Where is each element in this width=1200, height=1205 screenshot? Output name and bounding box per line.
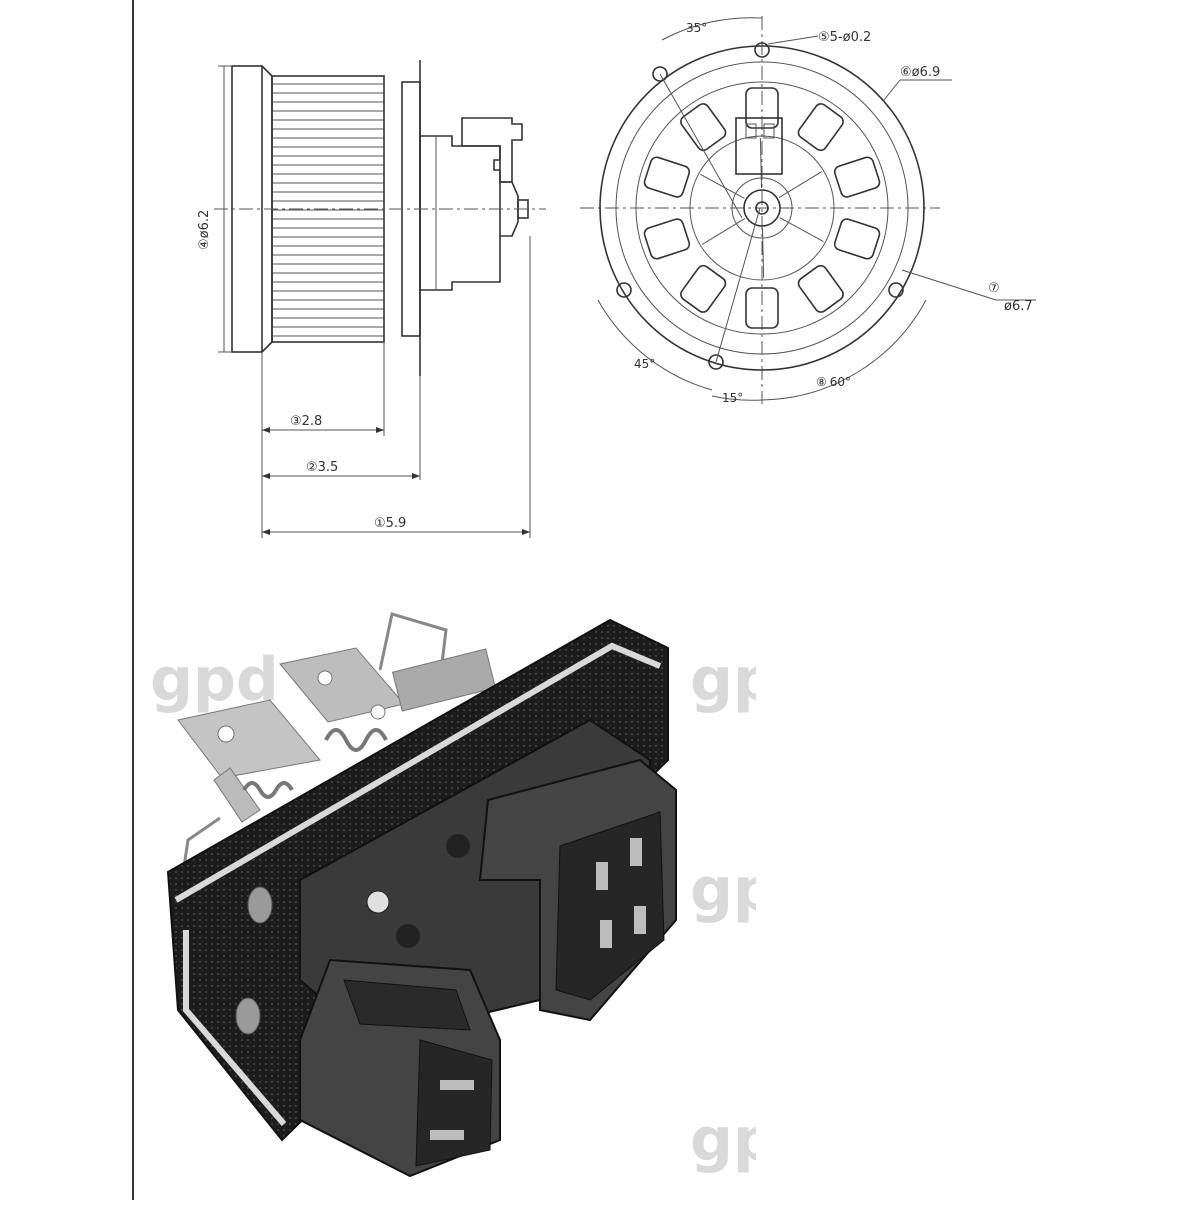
mounting-hole-lower xyxy=(235,997,261,1035)
hub-spoke xyxy=(779,217,824,242)
hub-spoke xyxy=(761,227,765,278)
vent-slots xyxy=(643,87,881,329)
side-view: ④ø6.2 ③2.8 ②3.5 ①5.9 xyxy=(197,60,546,538)
mounting-lug-left xyxy=(616,282,632,298)
vent-slot xyxy=(643,156,691,198)
angle-arc-60 xyxy=(761,299,927,401)
motor-body xyxy=(419,135,501,291)
dim1-label: ①5.9 xyxy=(374,516,406,531)
callout-7-value: ø6.7 xyxy=(1004,299,1033,314)
vent-slot xyxy=(797,264,844,313)
hub-spoke xyxy=(778,171,823,199)
blower-resistor-illustration: gpd gpd gpd gpd xyxy=(150,612,819,1178)
pin-4 xyxy=(634,906,646,934)
callout-5: ⑤5-ø0.2 xyxy=(818,30,871,45)
svg-text:gpd: gpd xyxy=(690,645,756,715)
angle-label-45: 45° xyxy=(634,357,655,371)
front-connector xyxy=(735,117,783,175)
mounting-lug-bottom xyxy=(708,354,724,370)
hub-circle xyxy=(689,135,835,281)
vent-slot xyxy=(745,287,779,329)
product-photo-panel: gpd gpd gpd gpd xyxy=(136,612,819,1200)
vent-slot xyxy=(680,264,727,313)
angle-arc-35 xyxy=(661,17,763,41)
leader-lug-bottom xyxy=(715,207,761,363)
hub-inner-circle xyxy=(731,177,793,239)
dim4-label: ④ø6.2 xyxy=(197,210,212,250)
vent-slot xyxy=(833,218,881,260)
hub-spoke xyxy=(701,217,746,245)
pin-5 xyxy=(440,1080,474,1090)
leader-7 xyxy=(901,269,997,301)
callout-7-num: ⑦ xyxy=(988,281,1000,296)
outer-flange-inner-circle xyxy=(615,61,909,355)
pin-3 xyxy=(600,920,612,948)
hub-spoke xyxy=(759,138,763,189)
two-pin-connector xyxy=(299,958,501,1178)
frame-border-line xyxy=(132,0,134,1200)
leader-6 xyxy=(883,79,901,101)
vent-slot xyxy=(833,156,881,198)
connector-housing xyxy=(299,718,677,1178)
pin-6 xyxy=(430,1130,464,1140)
blower-motor-drawing: ④ø6.2 ③2.8 ②3.5 ①5.9 xyxy=(197,16,1036,538)
vent-slot xyxy=(797,103,844,152)
hub-spoke xyxy=(700,174,745,199)
angle-label-35: 35° xyxy=(686,21,707,35)
dim2-label: ②3.5 xyxy=(306,460,338,475)
technical-drawing-panel: ④ø6.2 ③2.8 ②3.5 ①5.9 xyxy=(136,0,1070,612)
dim3-label: ③2.8 xyxy=(290,414,322,429)
motor-connector xyxy=(461,117,523,183)
mounting-hole-upper xyxy=(247,886,273,924)
mounting-lug-right xyxy=(888,282,904,298)
leader-5 xyxy=(767,35,819,45)
angle-arc-45 xyxy=(597,299,713,391)
angle-label-15: 15° xyxy=(722,391,743,405)
housing-screw-icon xyxy=(366,890,390,914)
vent-slot xyxy=(643,218,691,260)
vent-ring-outer xyxy=(635,81,889,335)
mounting-lug-top xyxy=(754,42,770,58)
svg-text:gpd: gpd xyxy=(690,855,756,925)
callout-6: ⑥ø6.9 xyxy=(900,65,940,80)
four-pin-connector xyxy=(478,758,677,1022)
hub-spokes xyxy=(700,138,824,278)
shaft-circle xyxy=(755,201,769,215)
vent-slot xyxy=(745,87,779,129)
outer-flange-circle xyxy=(599,45,925,371)
fan-blades xyxy=(272,83,384,337)
shaft-boss-circle xyxy=(743,189,781,227)
mounting-lug-top-left xyxy=(652,66,668,82)
angle-arc-15 xyxy=(711,395,763,401)
vent-slot xyxy=(680,103,727,152)
pin-1 xyxy=(596,862,608,890)
pin-2 xyxy=(630,838,642,866)
leader-lug xyxy=(659,73,743,219)
metal-terminals xyxy=(177,612,497,881)
svg-text:gpd: gpd xyxy=(690,1105,756,1175)
